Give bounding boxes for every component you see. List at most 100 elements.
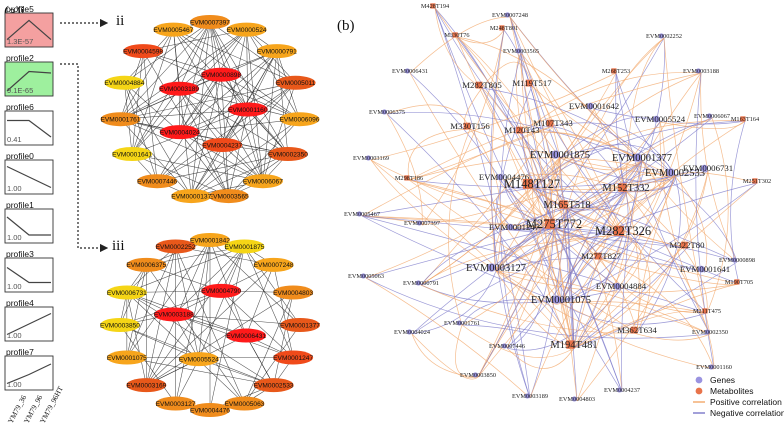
gene-node-evm0001761[interactable]: EVM0001761 (444, 320, 480, 327)
node-evm0003188[interactable]: EVM0003188 (153, 307, 194, 322)
node-ellipse (224, 396, 265, 411)
node-evm0001641[interactable]: EVM0001641 (112, 147, 152, 161)
metabolite-node-m107t343[interactable]: M107T343 (533, 118, 573, 128)
gene-node-evm0005063[interactable]: EVM0005063 (348, 273, 384, 280)
node-evm0007397[interactable]: EVM0007397 (190, 15, 230, 29)
metabolite-node-m120t43[interactable]: M120T43 (504, 125, 540, 135)
node-evm0003169[interactable]: EVM0003169 (126, 378, 167, 393)
gene-node-evm0000898[interactable]: EVM0000898 (719, 257, 755, 264)
gene-node-evm0007397[interactable]: EVM0007397 (404, 220, 440, 227)
gene-node-evm0003169[interactable]: EVM0003169 (353, 155, 389, 162)
metabolite-node-m251t302[interactable]: M251T302 (743, 178, 771, 185)
metabolite-node-m277t827[interactable]: M277T827 (581, 251, 621, 261)
metabolite-node-m282t326[interactable]: M282T326 (595, 224, 651, 238)
gene-node-evm0003850[interactable]: EVM0003850 (460, 372, 496, 379)
metabolite-node-m248t801[interactable]: M248T801 (490, 25, 518, 32)
node-evm0000791[interactable]: EVM0000791 (256, 44, 297, 59)
network-edge (228, 119, 300, 197)
negative-correlation-edge (560, 190, 629, 304)
node-evm0001377[interactable]: EVM0001377 (280, 318, 320, 332)
gene-node-evm0001642[interactable]: EVM0001642 (569, 101, 619, 111)
metabolite-node-m152t332[interactable]: M152T332 (602, 183, 649, 194)
node-evm0007446[interactable]: EVM0007446 (137, 174, 177, 189)
gene-node-evm0000791[interactable]: EVM0000791 (403, 280, 439, 287)
gene-node-evm0003189[interactable]: EVM0003189 (512, 393, 548, 400)
node-evm0003565[interactable]: EVM0003565 (208, 189, 249, 204)
node-evm0005063[interactable]: EVM0005063 (224, 396, 265, 411)
node-evm0007248[interactable]: EVM0007248 (253, 257, 294, 272)
node-evm0003850[interactable]: EVM0003850 (100, 318, 140, 332)
metabolite-node-m298t186[interactable]: M298T186 (395, 175, 423, 182)
node-evm0000898[interactable]: EVM0000898 (201, 67, 241, 82)
gene-node-evm0005524[interactable]: EVM0005524 (635, 114, 686, 124)
node-evm0001247[interactable]: EVM0001247 (273, 350, 313, 365)
node-evm0001842[interactable]: EVM0001842 (190, 233, 230, 247)
node-evm0001761[interactable]: EVM0001761 (100, 112, 141, 127)
node-evm0005467[interactable]: EVM0005467 (153, 22, 194, 37)
node-evm0002350[interactable]: EVM0002350 (267, 147, 308, 161)
node-evm0004803[interactable]: EVM0004803 (273, 285, 313, 300)
gene-node-evm0006431[interactable]: EVM0006431 (392, 68, 428, 75)
gene-node-evm0006731[interactable]: EVM0006731 (683, 163, 733, 173)
node-evm0006096[interactable]: EVM0006096 (279, 112, 320, 127)
metabolite-node-m330t76[interactable]: M330T76 (444, 32, 469, 39)
metabolite-node-m211t475[interactable]: M211T475 (693, 308, 721, 315)
metabolite-node-m282t805[interactable]: M282T805 (462, 80, 502, 90)
node-evm0004790[interactable]: EVM0004790 (201, 283, 241, 298)
node-evm0005524[interactable]: EVM0005524 (178, 352, 219, 367)
gene-node-evm0002350[interactable]: EVM0002350 (692, 329, 728, 336)
node-evm0003127[interactable]: EVM0003127 (155, 396, 196, 411)
gene-node-evm0001247[interactable]: EVM0001247 (489, 222, 540, 232)
metabolite-node-m428t194[interactable]: M428T194 (421, 3, 450, 10)
node-evm0006375[interactable]: EVM0006375 (126, 257, 167, 272)
gene-node-evm0006067[interactable]: EVM0006067 (694, 113, 730, 120)
metabolite-node-m362t634[interactable]: M362T634 (617, 325, 657, 335)
gene-node-evm0004024[interactable]: EVM0004024 (394, 329, 431, 336)
metabolite-node-m119t517[interactable]: M119T517 (512, 78, 552, 88)
metabolite-node-m268t253[interactable]: M268T253 (602, 68, 630, 75)
node-evm0006431[interactable]: EVM0006431 (226, 328, 266, 343)
node-evm0006731[interactable]: EVM0006731 (106, 285, 147, 300)
node-evm0004884[interactable]: EVM0004884 (104, 75, 145, 90)
gene-node-evm0003565[interactable]: EVM0003565 (503, 48, 539, 55)
metabolite-node-m275t772[interactable]: M275T772 (526, 217, 582, 231)
gene-node-evm0001641[interactable]: EVM0001641 (680, 264, 730, 274)
gene-node-evm0004476[interactable]: EVM0004476 (479, 172, 530, 182)
gene-node-evm0007446[interactable]: EVM0007446 (489, 343, 525, 350)
gene-node-evm0003127[interactable]: EVM0003127 (466, 263, 526, 274)
gene-node-evm0002533[interactable]: EVM0002533 (645, 168, 705, 179)
gene-node-evm0004803[interactable]: EVM0004803 (559, 396, 595, 403)
node-evm0006067[interactable]: EVM0006067 (242, 174, 283, 189)
metabolite-node-m330t156[interactable]: M330T156 (450, 121, 490, 131)
node-evm0004598[interactable]: EVM0004598 (123, 44, 163, 59)
gene-node-evm0005467[interactable]: EVM0005467 (344, 211, 380, 218)
node-evm0002252[interactable]: EVM0002252 (155, 239, 196, 254)
metabolite-node-m165t518[interactable]: M165T518 (543, 200, 590, 211)
node-evm0004476[interactable]: EVM0004476 (190, 403, 230, 417)
node-evm0000524[interactable]: EVM0000524 (226, 22, 267, 37)
node-evm0002533[interactable]: EVM0002533 (253, 378, 294, 393)
gene-node-evm0001160[interactable]: EVM0001160 (696, 364, 732, 371)
node-evm0003189[interactable]: EVM0003189 (159, 81, 199, 96)
gene-node-evm0007248[interactable]: EVM0007248 (492, 12, 528, 19)
gene-node-evm0001875[interactable]: EVM0001875 (530, 150, 590, 161)
gene-node-evm0002252[interactable]: EVM0002252 (646, 33, 682, 40)
node-evm0001075[interactable]: EVM0001075 (106, 350, 147, 365)
gene-node-evm0004884[interactable]: EVM0004884 (596, 281, 647, 291)
node-evm0005011[interactable]: EVM0005011 (275, 75, 316, 90)
metabolite-node-m148t127[interactable]: M148T127 (504, 177, 560, 191)
node-evm0004237[interactable]: EVM0004237 (202, 137, 242, 152)
metabolite-node-m190t705[interactable]: M190T705 (725, 279, 753, 286)
node-evm0001875[interactable]: EVM0001875 (224, 239, 265, 254)
gene-node-evm0001377[interactable]: EVM0001377 (612, 153, 672, 164)
gene-node-evm0003188[interactable]: EVM0003188 (683, 68, 719, 75)
node-evm0004024[interactable]: EVM0004024 (159, 125, 200, 140)
node-evm0001160[interactable]: EVM0001160 (227, 102, 268, 117)
node-evm0000137[interactable]: EVM0000137 (171, 189, 212, 204)
metabolite-node-m322t80[interactable]: M322T80 (669, 240, 705, 250)
gene-node-evm0001075[interactable]: EVM0001075 (531, 295, 591, 306)
gene-node-evm0004237[interactable]: EVM0004237 (604, 387, 640, 394)
metabolite-node-m163t164[interactable]: M163T164 (731, 116, 760, 123)
gene-node-evm0006375[interactable]: EVM0006375 (369, 109, 405, 116)
metabolite-node-m194t481[interactable]: M194T481 (550, 340, 597, 351)
